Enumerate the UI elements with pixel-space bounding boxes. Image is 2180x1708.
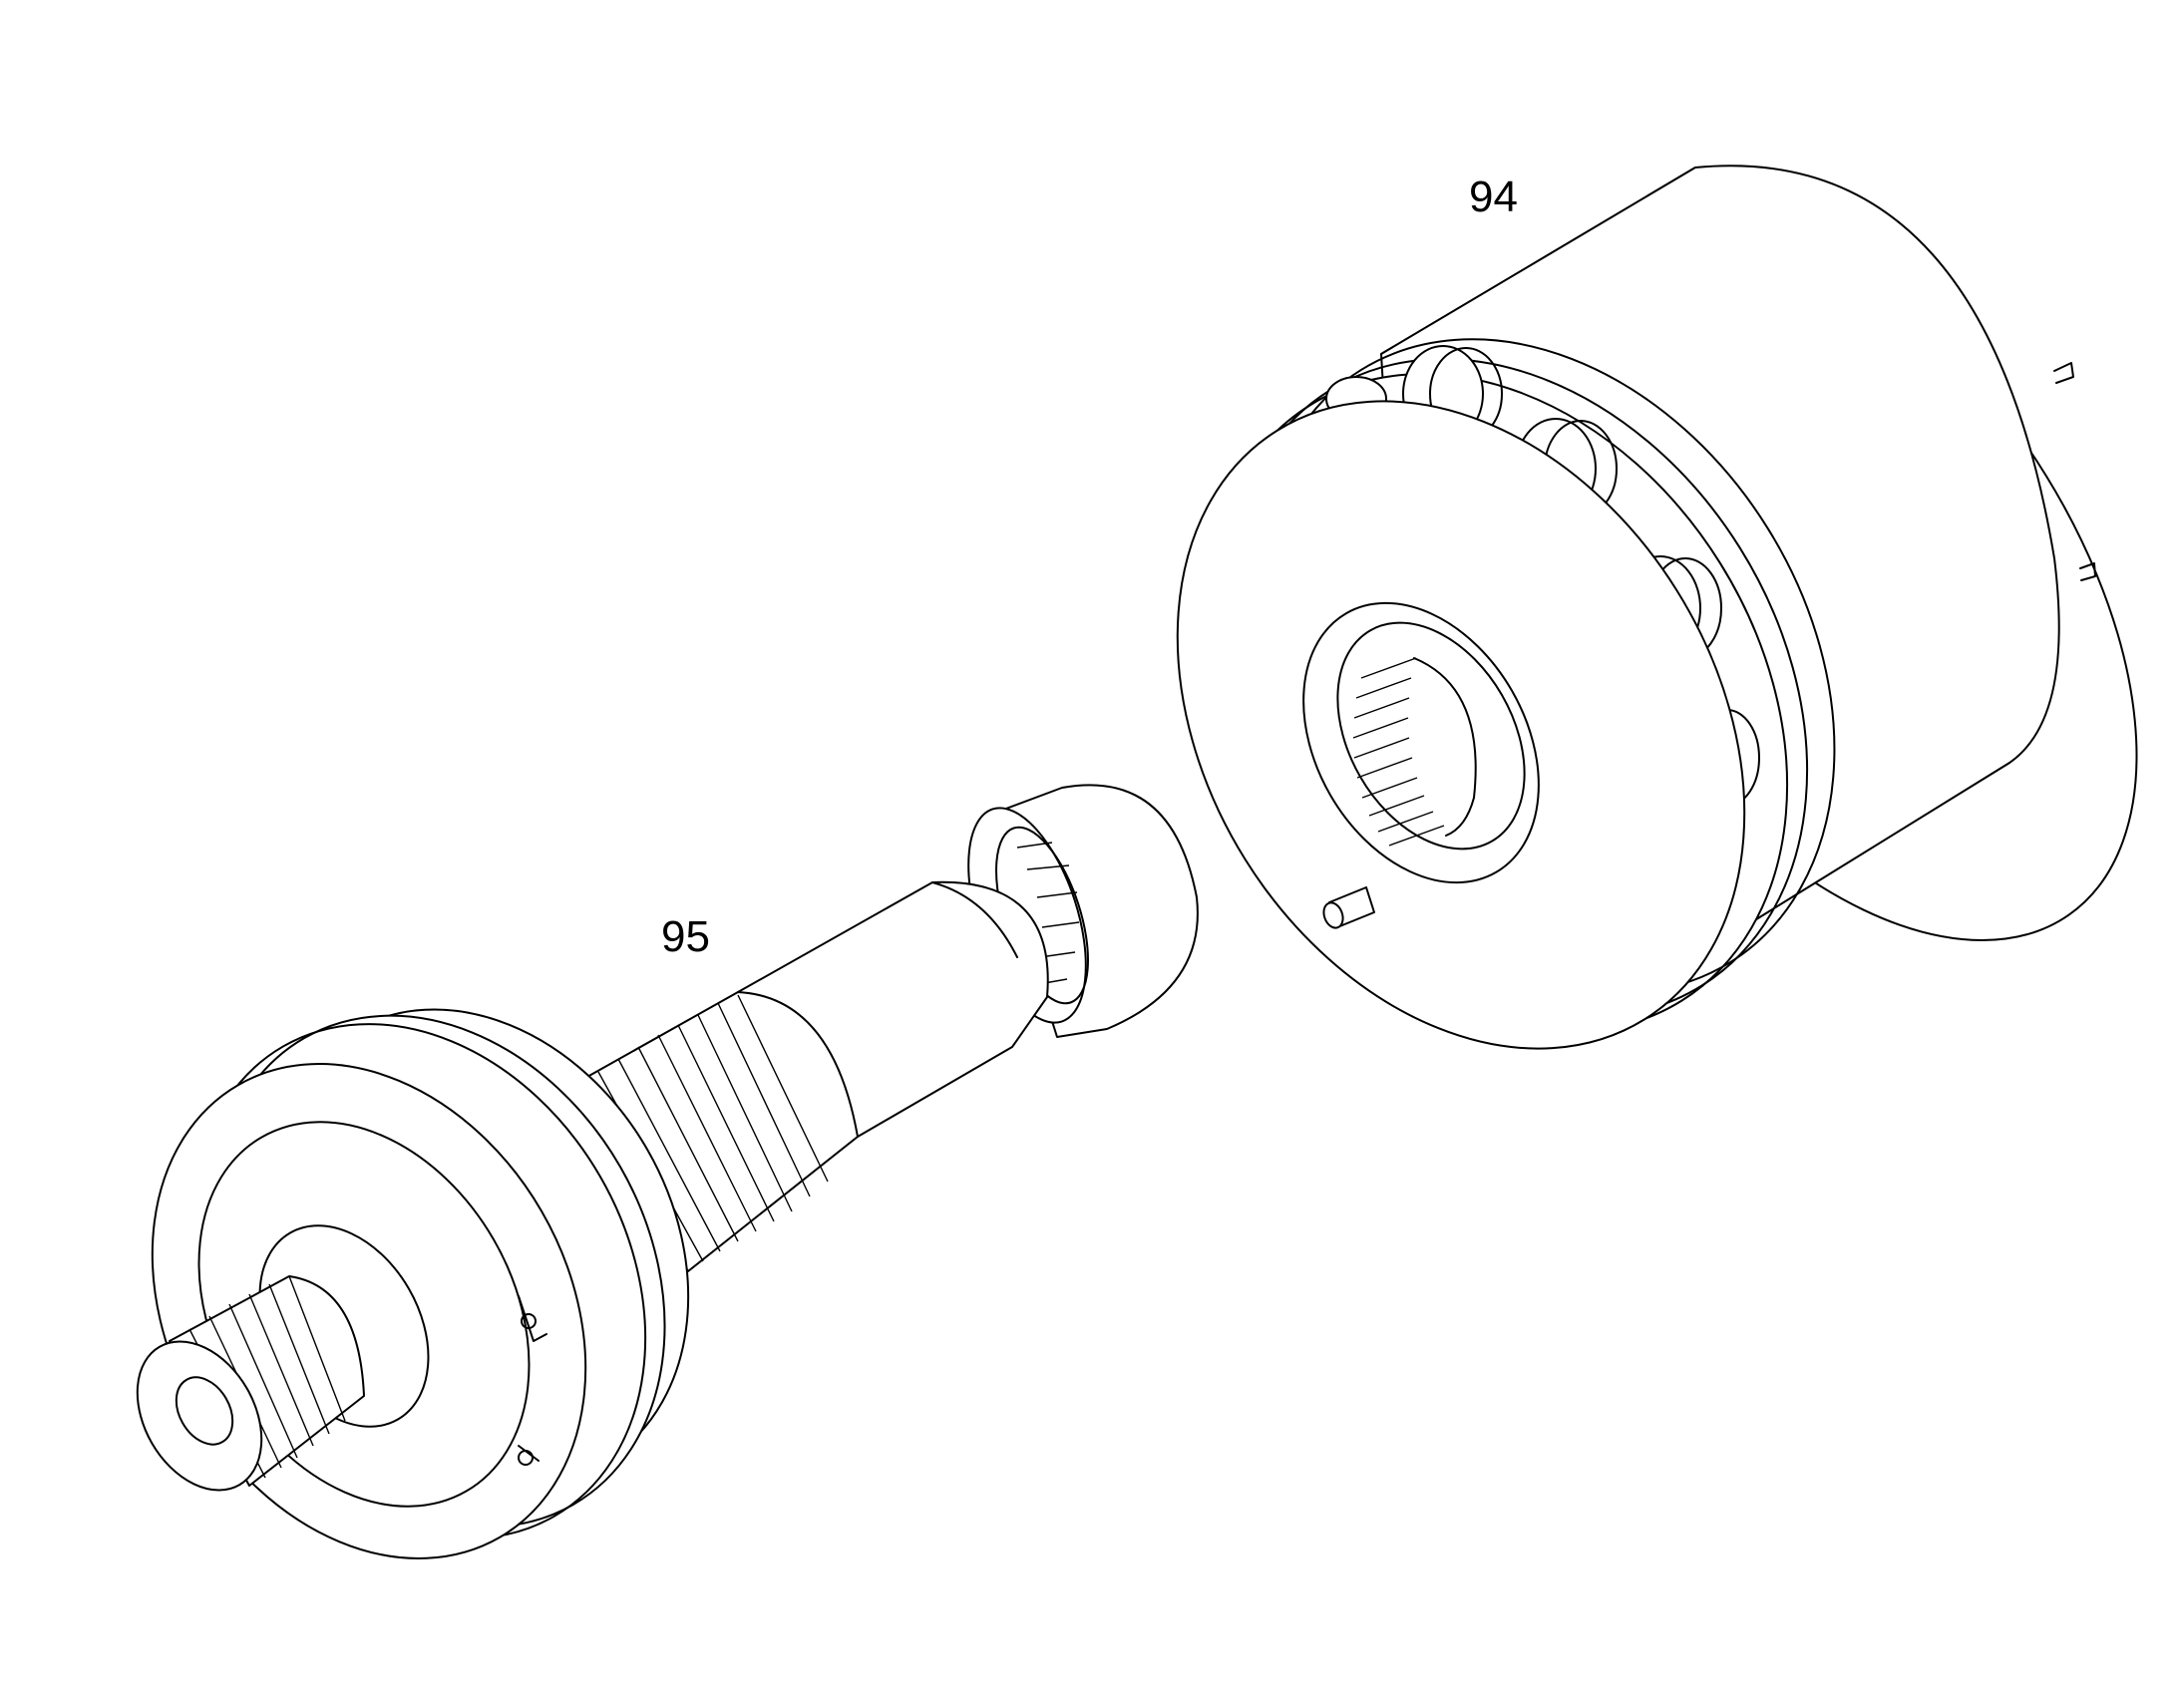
center-bore-outer [1302, 601, 1540, 884]
bore-spline-teeth [1352, 657, 1477, 847]
clip-hole-lower [518, 1450, 534, 1466]
cylinder-block-assembly [1176, 165, 2138, 1050]
retaining-clip-upper [518, 1295, 547, 1342]
dowel-pin [1322, 886, 1375, 929]
journal-shoulder [931, 881, 1018, 958]
callout-part-94: 94 [1469, 172, 1518, 221]
drive-shaft-assembly [136, 784, 1199, 1559]
shaft-center-hole [175, 1376, 234, 1446]
retaining-clip-lower [518, 1445, 540, 1462]
clip-hole-upper [521, 1313, 537, 1329]
rear-pin-upper [2053, 362, 2074, 384]
rear-pin-lower [2079, 562, 2096, 581]
callout-part-95: 95 [661, 912, 710, 961]
